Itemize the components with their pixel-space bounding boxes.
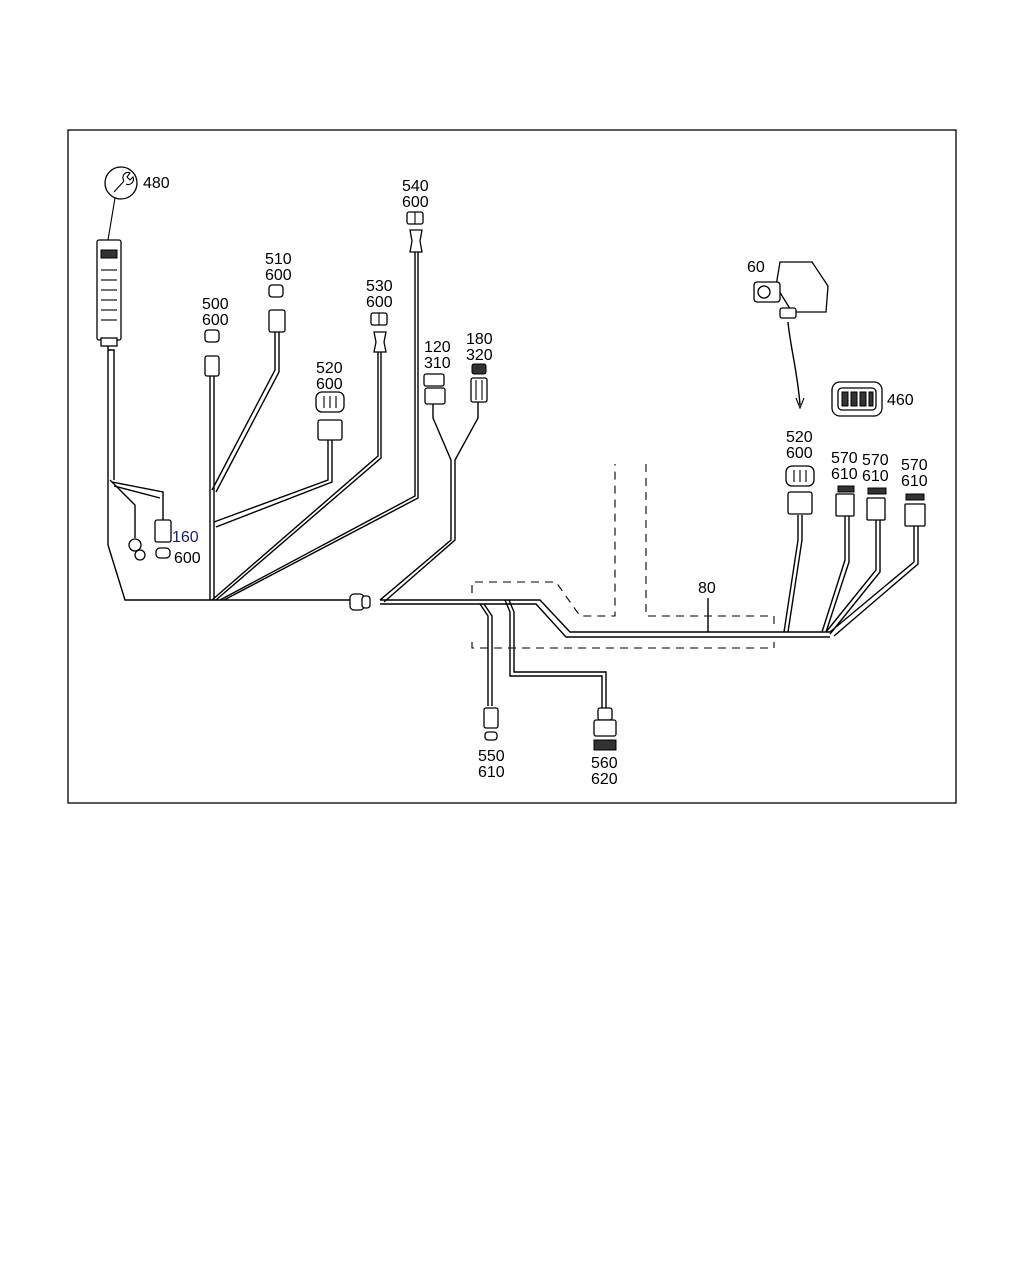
connector-570-a <box>835 485 855 517</box>
label-520-sub: 600 <box>316 376 343 393</box>
connector-560 <box>593 707 617 751</box>
dashed-routing-80 <box>471 464 775 649</box>
label-500-part: 500 <box>202 296 229 313</box>
connector-510 <box>268 284 286 333</box>
connector-480 <box>96 166 138 347</box>
connector-160 <box>128 519 172 561</box>
connector-530 <box>370 312 388 353</box>
label-530-sub: 600 <box>366 294 393 311</box>
branch-wires-bottom <box>479 599 607 710</box>
label-550-sub: 610 <box>478 764 505 781</box>
label-560-sub: 620 <box>591 771 618 788</box>
connector-520-right <box>785 465 815 515</box>
label-120-part: 120 <box>424 339 451 356</box>
label-570-a-sub: 610 <box>831 466 858 483</box>
label-540-part: 540 <box>402 178 429 195</box>
label-570-b-part: 570 <box>862 452 889 469</box>
label-500-sub: 600 <box>202 312 229 329</box>
connector-120 <box>423 373 446 405</box>
label-180-sub: 320 <box>466 347 493 364</box>
diagram-frame <box>67 129 957 804</box>
connector-540 <box>406 211 424 253</box>
label-120-sub: 310 <box>424 355 451 372</box>
label-460: 460 <box>887 392 914 409</box>
label-560-part: 560 <box>591 755 618 772</box>
connector-500 <box>204 329 220 377</box>
label-520-right-sub: 600 <box>786 445 813 462</box>
label-550-part: 550 <box>478 748 505 765</box>
label-510-part: 510 <box>265 251 292 268</box>
control-unit-60 <box>753 261 829 410</box>
connector-570-b <box>866 487 887 521</box>
label-160-sub: 600 <box>174 550 201 567</box>
branch-wires-right <box>783 515 919 637</box>
label-510-sub: 600 <box>265 267 292 284</box>
label-520-part: 520 <box>316 360 343 377</box>
main-harness-trunk <box>107 345 830 638</box>
connector-520-left <box>315 391 345 441</box>
connector-180 <box>470 363 488 403</box>
label-480: 480 <box>143 175 170 192</box>
label-520-right-part: 520 <box>786 429 813 446</box>
label-60: 60 <box>747 259 765 276</box>
label-530-part: 530 <box>366 278 393 295</box>
label-570-c-sub: 610 <box>901 473 928 490</box>
label-570-c-part: 570 <box>901 457 928 474</box>
connector-550 <box>483 707 499 741</box>
connector-460 <box>831 381 883 417</box>
label-570-b-sub: 610 <box>862 468 889 485</box>
connector-570-c <box>904 493 926 527</box>
label-570-a-part: 570 <box>831 450 858 467</box>
label-160-part: 160 <box>172 529 199 546</box>
label-80: 80 <box>698 580 716 597</box>
label-540-sub: 600 <box>402 194 429 211</box>
label-180-part: 180 <box>466 331 493 348</box>
branch-wires-left <box>109 252 479 603</box>
